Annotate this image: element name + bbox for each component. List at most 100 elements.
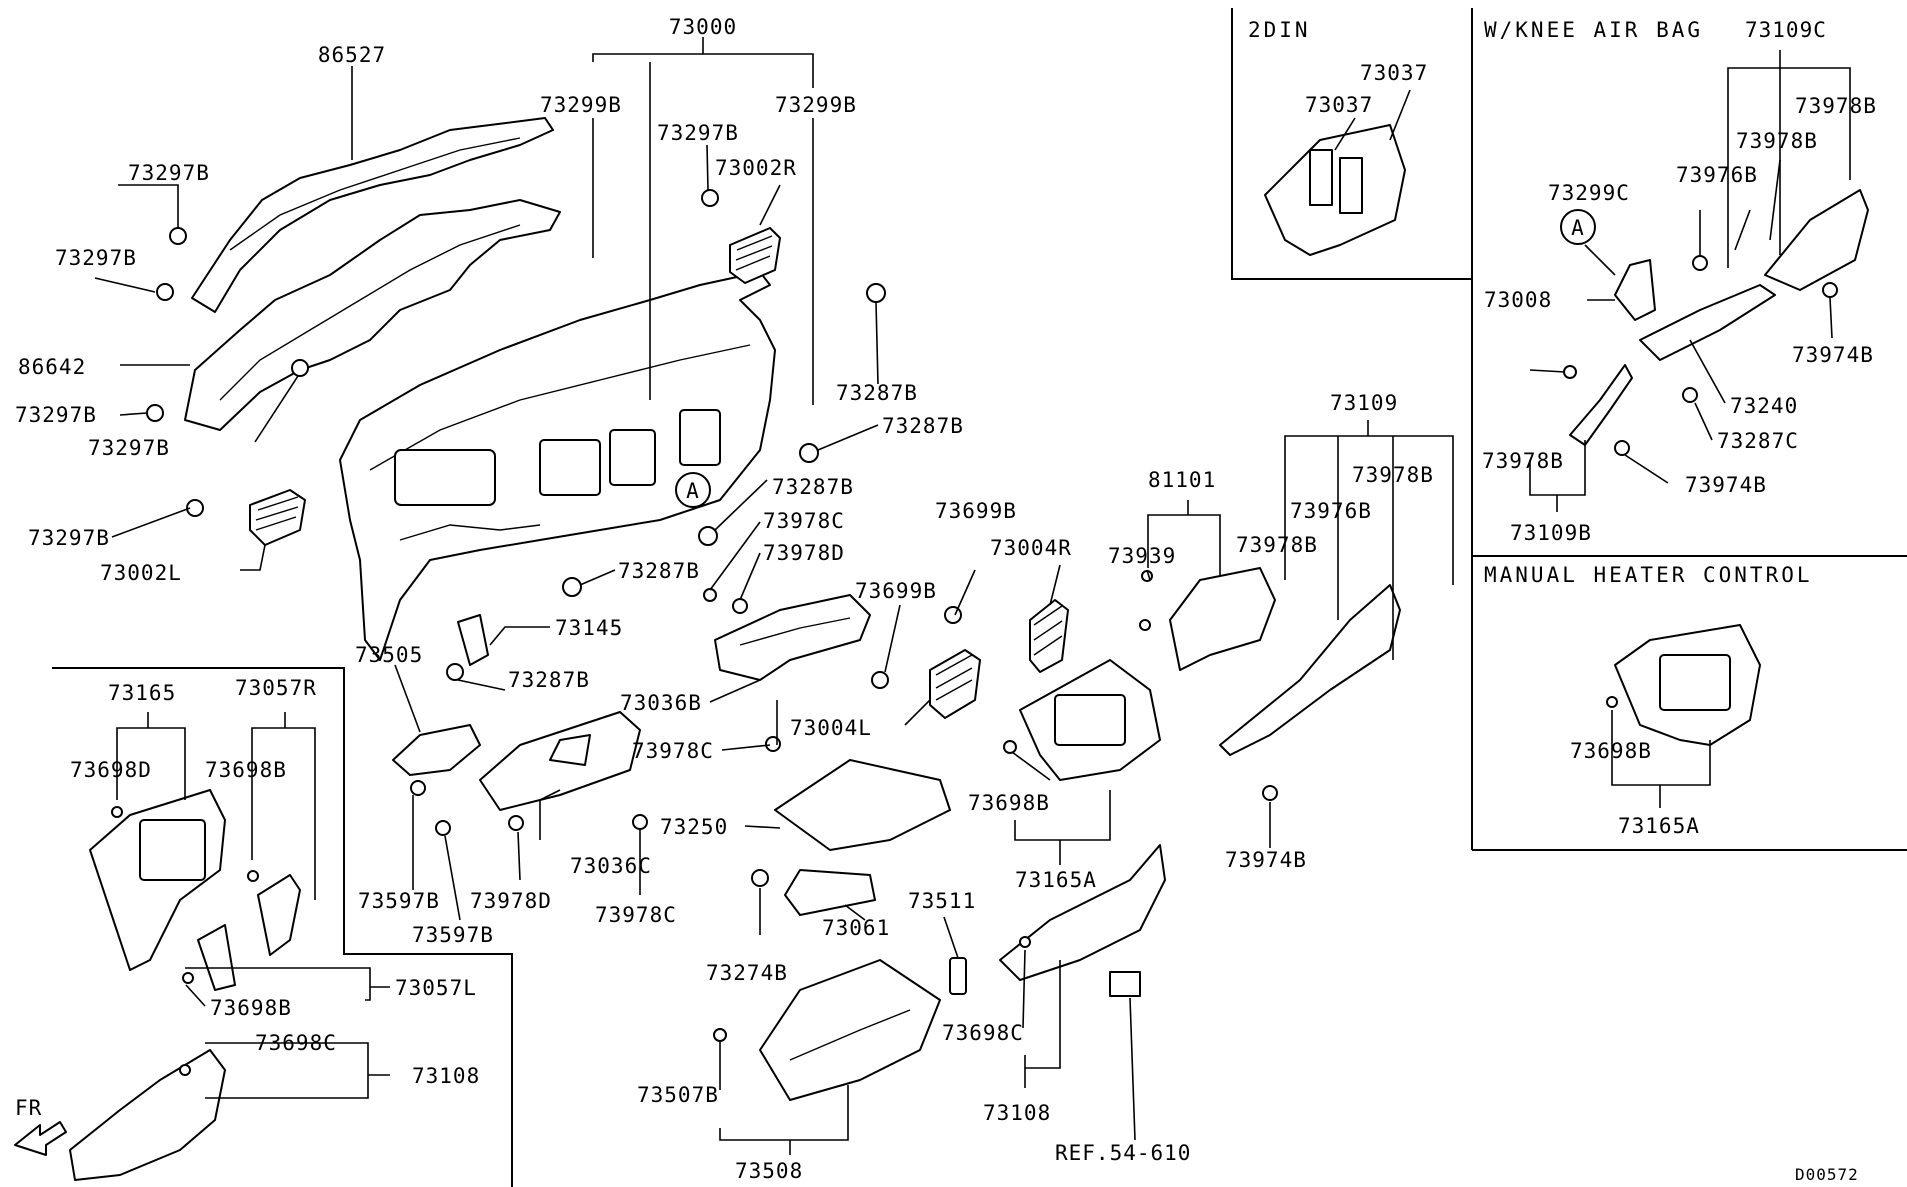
marker-a-inset: A [1560,209,1596,245]
label-73297b-5: 73297B [28,526,110,550]
vent-73004l [929,649,981,719]
panel-73057r [257,874,301,956]
label-73165: 73165 [108,681,176,705]
label-73061: 73061 [822,916,890,940]
panel-73109 [1219,584,1401,756]
part-shapes [14,117,1869,1181]
label-73299b-2: 73299B [775,93,857,117]
label-73299c: 73299C [1548,181,1630,205]
label-73109b: 73109B [1510,521,1592,545]
label-73297b-4: 73297B [88,436,170,460]
label-fr: FR [15,1096,42,1120]
label-73109: 73109 [1330,391,1398,415]
label-73597b-2: 73597B [412,923,494,947]
label-ref-54-610: REF.54-610 [1055,1141,1191,1165]
label-73978b-4: 73978B [1736,129,1818,153]
label-73000: 73000 [669,15,737,39]
label-73287b-2: 73287B [882,414,964,438]
label-73004l: 73004L [790,716,872,740]
label-73002r: 73002R [715,156,797,180]
marker-a-main: A [675,472,711,508]
panel-73109c [1764,189,1869,291]
label-73978b-3: 73978B [1795,94,1877,118]
label-73057l: 73057L [395,976,477,1000]
fr-arrow [14,1121,67,1156]
label-73507b: 73507B [637,1083,719,1107]
label-73978d-2: 73978D [470,889,552,913]
drawing-code: D00572 [1795,1165,1859,1184]
label-73299b-1: 73299B [540,93,622,117]
label-73165a-1: 73165A [1015,868,1097,892]
label-73036b: 73036B [620,691,702,715]
label-73297b-3: 73297B [15,403,97,427]
label-73037-2: 73037 [1305,93,1373,117]
vent-73002r [729,227,781,284]
lower-duct-86642 [184,199,561,431]
label-73165a-2: 73165A [1618,814,1700,838]
panel-73057l [197,924,236,991]
vent-73002l [249,489,306,546]
label-73036c: 73036C [570,854,652,878]
label-73978b-1: 73978B [1352,463,1434,487]
label-73698b-2: 73698B [205,758,287,782]
label-73976b-2: 73976B [1676,163,1758,187]
label-73511: 73511 [908,889,976,913]
label-73505: 73505 [355,643,423,667]
knee-bag-73008 [1614,259,1656,321]
label-73250: 73250 [660,815,728,839]
label-73698b-4: 73698B [1570,739,1652,763]
label-73274b: 73274B [706,961,788,985]
label-73976b-1: 73976B [1290,499,1372,523]
label-73698c-2: 73698C [255,1031,337,1055]
label-73287b-4: 73287B [618,559,700,583]
label-73037-1: 73037 [1360,61,1428,85]
label-73698d: 73698D [70,758,152,782]
label-81101: 81101 [1148,468,1216,492]
label-73108-2: 73108 [412,1064,480,1088]
label-73109c: 73109C [1745,18,1827,42]
panel-73108 [999,844,1166,981]
label-73508: 73508 [735,1159,803,1183]
label-73287b-5: 73287B [508,668,590,692]
panel-2din [1264,124,1406,256]
bracket-73145 [457,614,489,666]
panel-73240 [1639,284,1776,361]
box-title-knee-air-bag: W/KNEE AIR BAG [1484,18,1703,42]
label-73978b-5: 73978B [1482,449,1564,473]
panel-73108-left [69,1049,226,1181]
label-73145: 73145 [555,616,623,640]
label-73597b-1: 73597B [358,889,440,913]
label-73002l: 73002L [100,561,182,585]
label-73057r: 73057R [235,676,317,700]
label-73004r: 73004R [990,536,1072,560]
glovebox-73508 [759,959,941,1101]
label-73297b-1: 73297B [128,161,210,185]
strip-73061 [784,869,876,916]
label-73699b-2: 73699B [855,579,937,603]
vent-73004r [1029,599,1069,673]
part-labels: 73000 86527 73297B 73297B 86642 73297B 7… [15,15,1877,1184]
label-73297b-2: 73297B [55,246,137,270]
inset-frames [52,8,1907,1187]
marker-a-text: A [686,479,700,503]
label-86642: 86642 [18,355,86,379]
label-73978c-1: 73978C [763,509,845,533]
label-73974b-3: 73974B [1685,473,1767,497]
panel-73109b [1569,364,1633,446]
fasteners [111,189,1838,1076]
label-73978b-2: 73978B [1236,533,1318,557]
label-73297b-6: 73297B [657,121,739,145]
label-73978c-2: 73978C [632,739,714,763]
panel-81101 [1169,567,1276,671]
label-73699b-1: 73699B [935,499,1017,523]
label-86527: 86527 [318,43,386,67]
bracket-73036b [714,594,871,681]
label-73008: 73008 [1484,288,1552,312]
label-73287c: 73287C [1717,429,1799,453]
label-73974b-2: 73974B [1792,343,1874,367]
marker-a-text-inset: A [1571,216,1585,240]
label-73287b-3: 73287B [772,475,854,499]
label-73698c-1: 73698C [942,1021,1024,1045]
cover-73250 [774,759,951,851]
